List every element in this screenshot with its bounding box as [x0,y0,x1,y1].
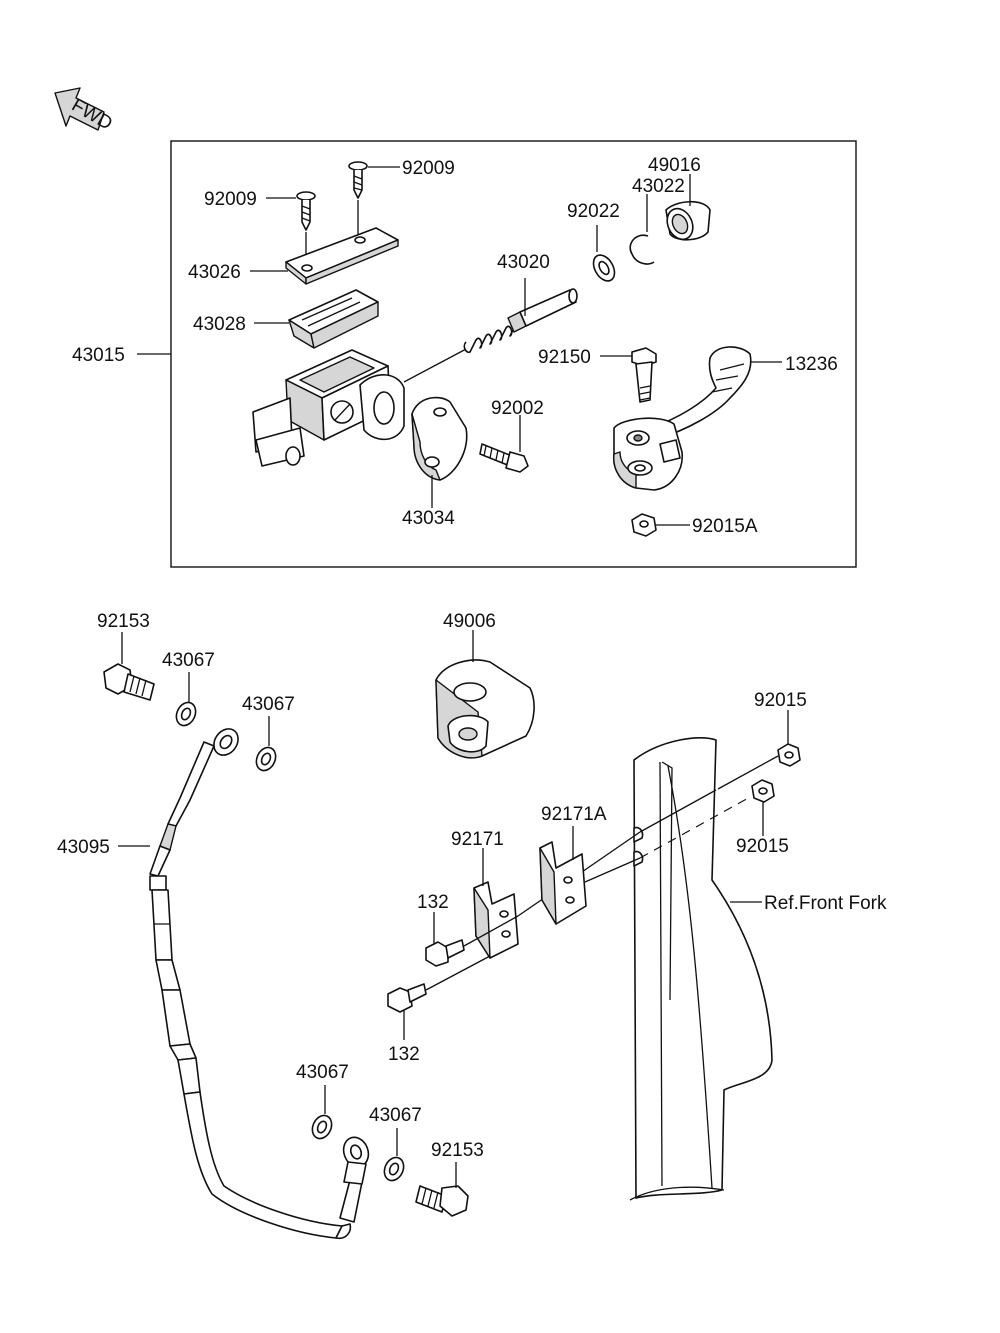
screw-92009-right-icon [348,161,368,199]
piston-spring-43020 [403,288,578,383]
label-43015: 43015 [72,345,125,366]
label-92153-top: 92153 [97,611,150,632]
label-43067-bottom-b: 43067 [369,1105,422,1126]
nut-92015-lower-icon [751,779,775,803]
label-92153-bottom: 92153 [431,1140,484,1161]
bolt-132-lower-icon [387,955,491,1013]
label-43026: 43026 [188,262,241,283]
dust-boot-49016 [665,200,711,241]
label-13236: 13236 [785,354,838,375]
label-43034: 43034 [402,508,455,529]
label-49016: 49016 [648,155,701,176]
label-132-lower: 132 [388,1044,420,1065]
label-92009-right: 92009 [402,158,455,179]
clutch-lever-13236 [612,346,752,491]
label-43067-bottom-a: 43067 [296,1062,349,1083]
label-43067-top-a: 43067 [162,650,215,671]
label-43028: 43028 [193,314,246,335]
label-43095: 43095 [57,837,110,858]
master-cylinder-body [252,349,405,467]
label-92171: 92171 [451,829,504,850]
washer-43067-top-a-icon [175,701,197,727]
label-92150: 92150 [538,347,591,368]
fwd-arrow-icon: FWD [54,87,116,135]
label-92022: 92022 [567,201,620,222]
front-fork-reference [629,737,773,1201]
hose-guide-49006 [435,659,535,759]
label-92015-upper: 92015 [754,690,807,711]
label-43067-top-b: 43067 [242,694,295,715]
washer-43067-bottom-a-icon [311,1114,333,1140]
fwd-label: FWD [68,95,116,135]
bolt-132-upper-icon [425,915,519,967]
label-92015-lower: 92015 [736,836,789,857]
washer-92022-icon [592,254,616,282]
label-43020: 43020 [497,252,550,273]
banjo-bolt-92153-top-icon [103,663,155,701]
label-92171A: 92171A [541,804,607,825]
reservoir-cap-43026 [285,227,399,285]
label-49006: 49006 [443,611,496,632]
pivot-bolt-92150-icon [631,347,657,403]
nut-92015A-icon [631,513,657,537]
clamp-43034 [411,396,468,481]
washer-43067-top-b-icon [255,746,277,772]
label-ref-front-fork: Ref.Front Fork [764,893,887,914]
nut-92015-upper-icon [777,743,801,767]
circlip-43022-icon [629,234,655,265]
label-92009-left: 92009 [204,189,257,210]
bolt-92002-icon [479,443,529,473]
washer-43067-bottom-b-icon [383,1156,405,1182]
diaphragm-43028 [288,289,379,349]
label-132-upper: 132 [417,892,449,913]
bracket-92171 [473,881,519,959]
master-cylinder-assembly-frame [170,140,857,568]
screw-92009-left-icon [296,191,316,231]
banjo-bolt-92153-bottom-icon [415,1185,469,1217]
bracket-92171A [539,841,587,925]
label-92015A: 92015A [692,516,758,537]
label-92002: 92002 [491,398,544,419]
label-43022: 43022 [632,176,685,197]
clutch-hose-43095 [149,728,370,1240]
